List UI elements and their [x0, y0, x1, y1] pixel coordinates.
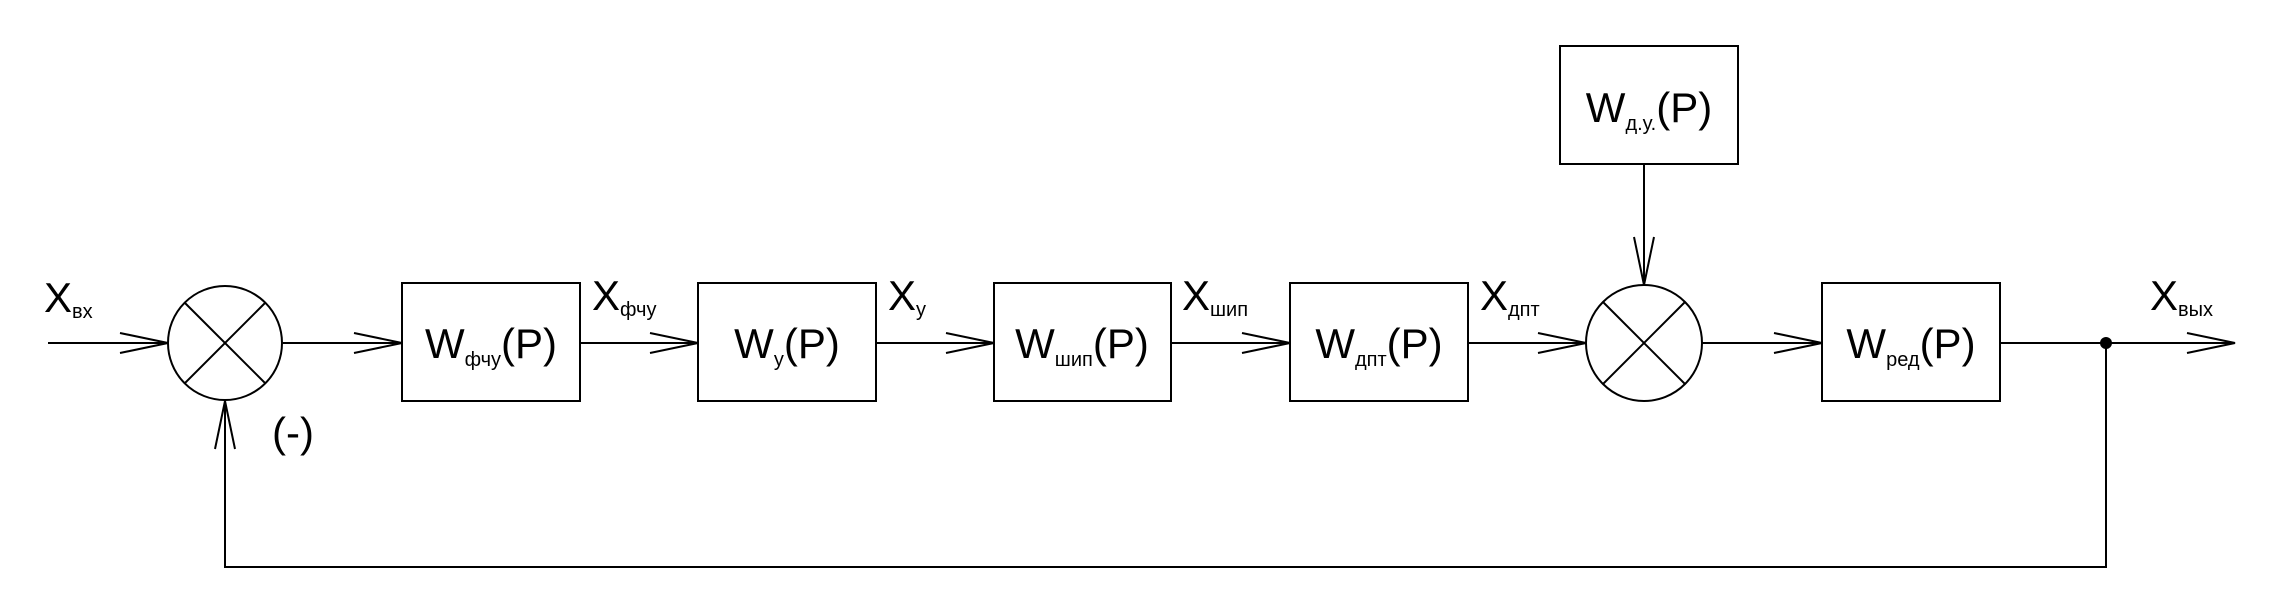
svg-text:Wу(P): Wу(P): [734, 320, 840, 371]
svg-text:Wдпт(P): Wдпт(P): [1315, 320, 1442, 371]
block-ship-arg: (P): [1093, 320, 1149, 367]
block-dpt-main: W: [1315, 320, 1355, 367]
block-du-main: W: [1586, 84, 1626, 131]
output-arrowhead: [2186, 332, 2236, 354]
block-u: Wу(P): [697, 282, 877, 402]
signal-fchu-sub: фчу: [620, 299, 656, 321]
signal-dpt-sub: дпт: [1508, 299, 1540, 321]
block-red-main: W: [1846, 320, 1886, 367]
branch-node: [2100, 337, 2112, 349]
block-ship: Wшип(P): [993, 282, 1172, 402]
block-u-sub: у: [774, 349, 784, 371]
signal-input-main: X: [44, 274, 72, 321]
block-red: Wред(P): [1821, 282, 2001, 402]
signal-output-sub: вых: [2178, 299, 2213, 321]
feedback-line: [224, 343, 2107, 568]
block-dpt-sub: дпт: [1355, 349, 1387, 371]
svg-text:Wфчу(P): Wфчу(P): [425, 320, 557, 371]
svg-text:Xу: Xу: [888, 272, 926, 321]
svg-text:Xвх: Xвх: [44, 274, 93, 323]
block-du-arg: (P): [1656, 84, 1712, 131]
summing-junction-1: [167, 285, 283, 401]
block-red-arg: (P): [1920, 320, 1976, 367]
block-ship-main: W: [1015, 320, 1055, 367]
signal-ship-main: X: [1182, 272, 1210, 319]
block-du-sub: д.у.: [1625, 113, 1656, 135]
block-ship-sub: шип: [1055, 349, 1093, 371]
svg-text:Wред(P): Wред(P): [1846, 320, 1975, 371]
block-fchu-sub: фчу: [465, 349, 501, 371]
summing-junction-2: [1585, 284, 1703, 402]
svg-text:Xвых: Xвых: [2150, 272, 2213, 321]
signal-dpt-main: X: [1480, 272, 1508, 319]
signal-u-sub: у: [916, 299, 926, 321]
feedback-sign: (-): [272, 409, 314, 456]
block-dpt-arg: (P): [1387, 320, 1443, 367]
svg-text:Wшип(P): Wшип(P): [1015, 320, 1149, 371]
signal-ship-sub: шип: [1210, 299, 1248, 321]
svg-text:Xдпт: Xдпт: [1480, 272, 1540, 321]
block-fchu: Wфчу(P): [401, 282, 581, 402]
svg-text:Xшип: Xшип: [1182, 272, 1248, 321]
block-fchu-main: W: [425, 320, 465, 367]
block-du: Wд.у.(P): [1559, 45, 1739, 165]
signal-u-main: X: [888, 272, 916, 319]
block-dpt: Wдпт(P): [1289, 282, 1469, 402]
signal-fchu-main: X: [592, 272, 620, 319]
signal-output-main: X: [2150, 272, 2178, 319]
block-u-main: W: [734, 320, 774, 367]
block-u-arg: (P): [784, 320, 840, 367]
block-fchu-arg: (P): [501, 320, 557, 367]
block-red-sub: ред: [1886, 349, 1920, 371]
svg-text:Xфчу: Xфчу: [592, 272, 656, 321]
signal-input-sub: вх: [72, 301, 93, 323]
svg-text:Wд.у.(P): Wд.у.(P): [1586, 84, 1712, 135]
